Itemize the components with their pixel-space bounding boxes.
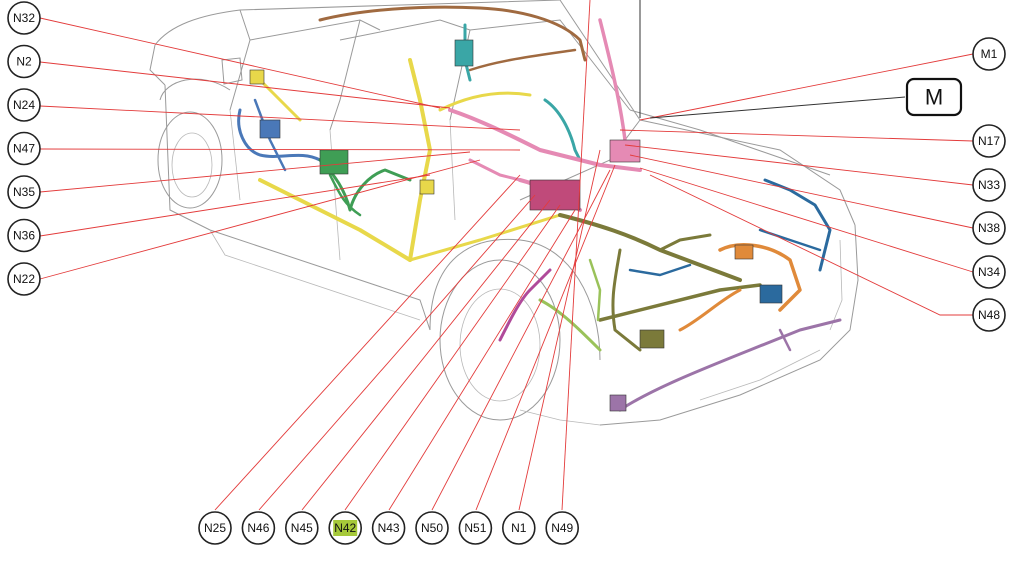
callout-label: N32 — [13, 11, 35, 25]
callout-label: N22 — [13, 272, 35, 286]
main-label: M — [925, 85, 943, 110]
callout-label: N47 — [13, 142, 35, 156]
callout-n42: N42 — [328, 511, 363, 545]
callout-n51: N51 — [458, 511, 493, 545]
leader-lines — [39, 0, 974, 511]
callout-circle — [7, 131, 41, 166]
main-label-box: M — [905, 77, 963, 117]
callout-label: N34 — [978, 265, 1000, 279]
callout-circle — [972, 255, 1006, 289]
callout-n22: N22 — [7, 262, 41, 296]
callout-label: N33 — [978, 178, 1000, 192]
callout-label: N24 — [13, 98, 35, 112]
callout-circle — [7, 44, 41, 79]
callout-label: M1 — [981, 47, 998, 61]
callout-label: N48 — [978, 308, 1000, 322]
callout-label: N2 — [16, 55, 32, 69]
callout-label: N42 — [334, 521, 356, 535]
callout-n17: N17 — [972, 124, 1006, 158]
callout-n36: N36 — [7, 218, 41, 253]
callout-circle — [284, 511, 319, 545]
callout-n47: N47 — [7, 131, 41, 166]
callouts-bottom: N25 N46 N45 N42 N43 N50 N51 N1 N49 — [198, 511, 580, 545]
vehicle-outline — [149, 0, 859, 426]
callout-label: N1 — [511, 521, 527, 535]
callout-circle — [972, 298, 1006, 332]
callout-n43: N43 — [371, 511, 406, 545]
callout-label: N35 — [13, 185, 35, 199]
callout-circle — [972, 124, 1006, 158]
callout-circle — [7, 88, 41, 122]
callout-circle — [7, 175, 41, 209]
callout-n46: N46 — [241, 511, 276, 545]
callout-circle — [7, 218, 41, 253]
callout-label: N50 — [421, 521, 443, 535]
callout-n2: N2 — [7, 44, 41, 79]
callout-circle — [241, 511, 276, 545]
callout-n34: N34 — [972, 255, 1006, 289]
callout-n48: N48 — [972, 298, 1006, 332]
callout-label: N51 — [464, 521, 486, 535]
callout-n49: N49 — [545, 511, 580, 545]
callout-circle — [972, 37, 1006, 71]
callout-circle — [458, 511, 493, 545]
callout-label: N49 — [551, 521, 573, 535]
callout-circle — [545, 511, 580, 545]
callout-n45: N45 — [284, 511, 319, 545]
callout-label: N45 — [291, 521, 313, 535]
callout-label: N38 — [978, 221, 1000, 235]
callout-label: N43 — [378, 521, 400, 535]
wiring-harnesses — [237, 5, 842, 412]
callout-label: N17 — [978, 134, 1000, 148]
callout-n50: N50 — [415, 511, 449, 545]
callout-circle — [371, 511, 406, 545]
callout-n1: N1 — [501, 511, 536, 545]
callout-circle — [7, 262, 41, 296]
callout-n33: N33 — [972, 168, 1006, 202]
callout-m1: M1 — [972, 37, 1006, 71]
callout-circle — [972, 211, 1006, 245]
callout-label: N25 — [204, 521, 226, 535]
callout-n32: N32 — [7, 1, 41, 35]
callout-n35: N35 — [7, 175, 41, 209]
callout-n24: N24 — [7, 88, 41, 122]
callout-circle — [501, 511, 536, 545]
callout-circle — [7, 1, 41, 35]
callout-circle — [415, 511, 449, 545]
highlight-marker — [333, 520, 358, 536]
callout-n25: N25 — [198, 511, 232, 545]
callout-circle — [198, 511, 232, 545]
callout-label: N36 — [13, 229, 35, 243]
callout-n38: N38 — [972, 211, 1006, 245]
callout-label: N46 — [247, 521, 269, 535]
callout-circle — [972, 168, 1006, 202]
